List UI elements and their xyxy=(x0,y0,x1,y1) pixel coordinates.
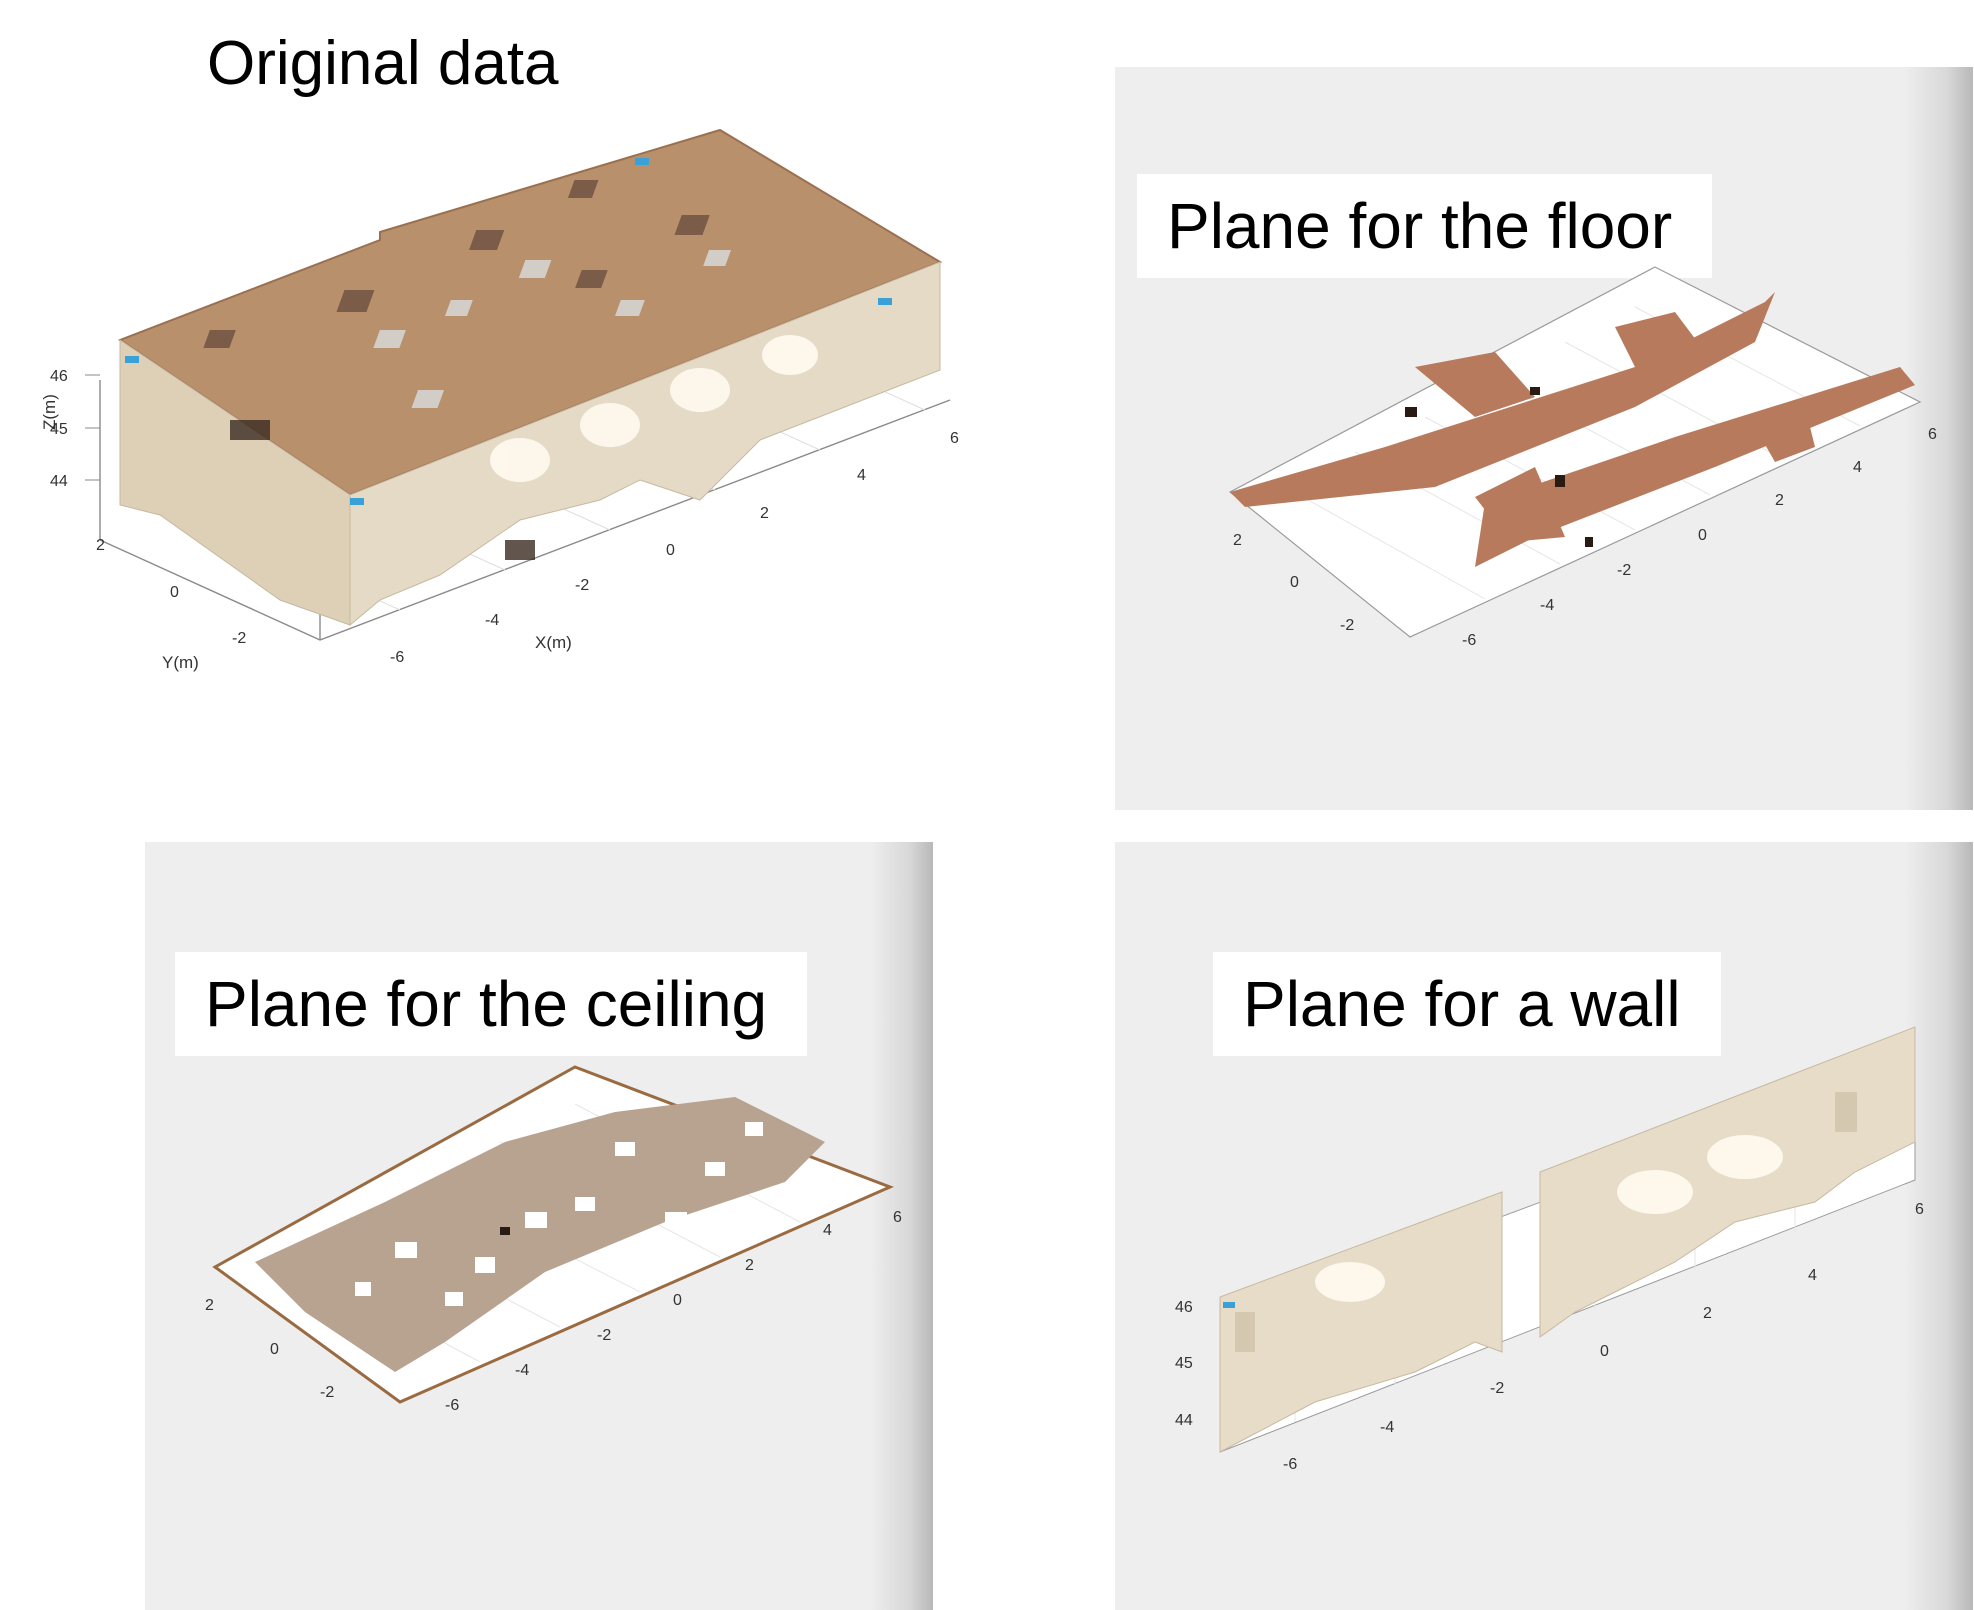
ceiling-y-tick-minus2: -2 xyxy=(320,1384,334,1401)
wall-x-tick-minus6: -6 xyxy=(1283,1456,1297,1473)
y-tick-minus2: -2 xyxy=(232,630,246,647)
ceiling-x-tick-0: 0 xyxy=(673,1292,682,1309)
z-tick-45: 45 xyxy=(50,421,68,438)
x-tick-minus4: -4 xyxy=(485,612,499,629)
x-tick-0: 0 xyxy=(666,542,675,559)
wall-x-tick-minus4: -4 xyxy=(1380,1419,1394,1436)
floor-x-tick-2: 2 xyxy=(1775,492,1784,509)
z-tick-46: 46 xyxy=(50,368,68,385)
x-tick-6: 6 xyxy=(950,430,959,447)
wall-plane-x-ticks: -6 -4 -2 0 2 4 6 xyxy=(1283,1201,1924,1473)
floor-x-tick-6: 6 xyxy=(1928,426,1937,443)
floor-y-tick-minus2: -2 xyxy=(1340,617,1354,634)
floor-x-tick-minus6: -6 xyxy=(1462,632,1476,649)
ceiling-x-tick-4: 4 xyxy=(823,1222,832,1239)
ceiling-plane-ticks: 2 0 -2 -6 -4 -2 0 2 4 6 xyxy=(205,1209,902,1414)
wall-plane-z-ticks: 46 45 44 xyxy=(1175,1299,1193,1429)
y-axis-label: Y(m) xyxy=(162,653,199,672)
wall-plane-plot: 46 45 44 -6 -4 -2 0 2 4 6 xyxy=(1175,1026,1924,1473)
original-wall-lights xyxy=(490,335,818,482)
original-y-ticks: 2 0 -2 Y(m) xyxy=(96,537,246,672)
ceiling-plane-data xyxy=(255,1097,825,1372)
panel-title-ceiling: Plane for the ceiling xyxy=(175,952,808,1056)
floor-plane-data xyxy=(1230,292,1915,567)
floor-plane-ticks: 2 0 -2 -6 -4 -2 0 2 4 6 xyxy=(1233,426,1937,649)
wall-z-tick-44: 44 xyxy=(1175,1412,1193,1429)
ceiling-x-tick-minus4: -4 xyxy=(515,1362,529,1379)
floor-x-tick-minus2: -2 xyxy=(1617,562,1631,579)
original-x-ticks: -6 -4 -2 0 2 4 6 X(m) xyxy=(390,430,959,666)
wall-z-tick-46: 46 xyxy=(1175,1299,1193,1316)
floor-x-tick-4: 4 xyxy=(1853,459,1862,476)
ceiling-x-tick-6: 6 xyxy=(893,1209,902,1226)
x-tick-2: 2 xyxy=(760,505,769,522)
panel-floor-plane: Plane for the floor 2 xyxy=(1115,67,1973,810)
x-tick-minus6: -6 xyxy=(390,649,404,666)
floor-x-tick-0: 0 xyxy=(1698,527,1707,544)
original-ceiling-tiles xyxy=(203,180,710,348)
wall-z-tick-45: 45 xyxy=(1175,1355,1193,1372)
z-tick-44: 44 xyxy=(50,473,68,490)
ceiling-x-tick-minus2: -2 xyxy=(597,1327,611,1344)
panel-title-floor: Plane for the floor xyxy=(1137,174,1713,278)
wall-x-tick-4: 4 xyxy=(1808,1267,1817,1284)
wall-plane-data xyxy=(1219,1026,1916,1453)
y-tick-2: 2 xyxy=(96,537,105,554)
panel-ceiling-plane: Plane for the ceiling xyxy=(145,842,933,1610)
panel-original-data: Original data xyxy=(0,0,1050,805)
original-left-wall xyxy=(119,339,351,626)
z-axis-label: Z(m) xyxy=(40,394,59,430)
x-tick-4: 4 xyxy=(857,467,866,484)
floor-y-tick-2: 2 xyxy=(1233,532,1242,549)
floor-x-tick-minus4: -4 xyxy=(1540,597,1554,614)
original-room-plot: 46 45 44 Z(m) 2 0 -2 Y(m) -6 -4 -2 0 2 4… xyxy=(40,128,959,672)
panel-wall-plane: Plane for a wall 46 45 44 xyxy=(1115,842,1973,1610)
floor-plane-plot: 2 0 -2 -6 -4 -2 0 2 4 6 xyxy=(1228,266,1937,649)
panel-title-original: Original data xyxy=(207,29,559,98)
wall-x-tick-minus2: -2 xyxy=(1490,1380,1504,1397)
floor-y-tick-0: 0 xyxy=(1290,574,1299,591)
ceiling-x-tick-minus6: -6 xyxy=(445,1397,459,1414)
x-tick-minus2: -2 xyxy=(575,577,589,594)
ceiling-plane-plot: 2 0 -2 -6 -4 -2 0 2 4 6 xyxy=(205,1065,902,1414)
ceiling-y-tick-0: 0 xyxy=(270,1341,279,1358)
wall-x-tick-6: 6 xyxy=(1915,1201,1924,1218)
panel-title-wall: Plane for a wall xyxy=(1213,952,1721,1056)
y-tick-0: 0 xyxy=(170,584,179,601)
ceiling-x-tick-2: 2 xyxy=(745,1257,754,1274)
wall-x-tick-2: 2 xyxy=(1703,1305,1712,1322)
original-z-ticks: 46 45 44 Z(m) xyxy=(40,368,100,490)
wall-x-tick-0: 0 xyxy=(1600,1343,1609,1360)
ceiling-y-tick-2: 2 xyxy=(205,1297,214,1314)
x-axis-label: X(m) xyxy=(535,633,572,652)
